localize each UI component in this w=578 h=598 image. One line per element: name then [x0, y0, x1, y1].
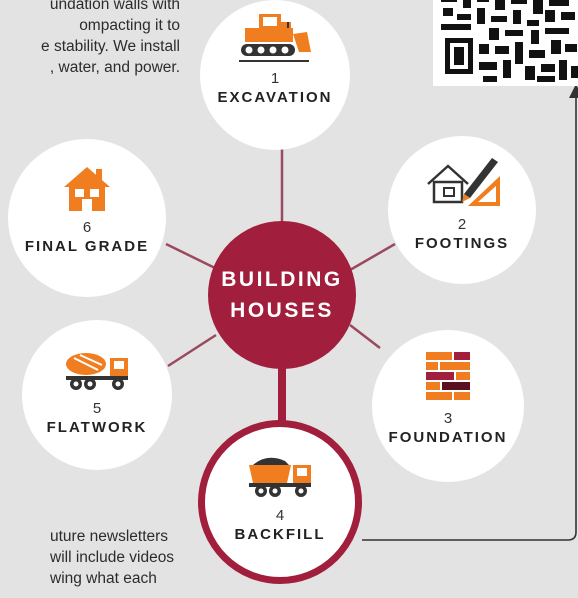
- step-number: 1: [270, 70, 280, 87]
- connector-footings: [349, 242, 396, 272]
- step-backfill[interactable]: 4 BACKFILL: [198, 420, 362, 584]
- arrow-head-icon: [569, 84, 578, 98]
- brick-wall-icon: [426, 348, 470, 404]
- concrete-mixer-truck-icon: [62, 338, 132, 394]
- intro-line: ompacting it to: [79, 17, 180, 34]
- connector-flatwork: [167, 333, 217, 368]
- step-label: FOUNDATION: [388, 429, 508, 446]
- outro-line: will include videos: [50, 549, 175, 566]
- step-number: 2: [457, 216, 467, 233]
- center-title-line-2: HOUSES: [230, 299, 334, 322]
- intro-line: , water, and power.: [49, 59, 180, 76]
- step-footings[interactable]: 2 FOOTINGS: [388, 136, 536, 284]
- qr-code-icon[interactable]: [433, 0, 578, 86]
- step-excavation[interactable]: 1 EXCAVATION: [200, 0, 350, 150]
- step-label: EXCAVATION: [217, 89, 333, 106]
- outro-paragraph: uture newsletters will include videos wi…: [50, 526, 220, 589]
- connector-foundation: [349, 324, 381, 349]
- center-hub: BUILDING HOUSES: [208, 221, 356, 369]
- step-number: 3: [443, 410, 453, 427]
- intro-line: e stability. We install: [41, 38, 180, 55]
- center-title-line-1: BUILDING: [221, 268, 343, 291]
- step-number: 5: [92, 400, 102, 417]
- step-label: FINAL GRADE: [24, 238, 150, 255]
- connector-final-grade: [165, 242, 216, 270]
- step-label: BACKFILL: [234, 526, 326, 543]
- house-plan-pencil-icon: [422, 154, 502, 210]
- bulldozer-icon: [237, 8, 313, 64]
- step-label: FLATWORK: [46, 419, 148, 436]
- step-final-grade[interactable]: 6 FINAL GRADE: [8, 139, 166, 297]
- step-label: FOOTINGS: [414, 235, 510, 252]
- house-icon: [62, 157, 112, 213]
- return-arrow-line: [362, 92, 577, 541]
- dump-truck-icon: [245, 445, 315, 501]
- outro-line: uture newsletters: [50, 528, 169, 545]
- step-number: 4: [275, 507, 285, 524]
- intro-line: undation walls with: [49, 0, 180, 13]
- step-foundation[interactable]: 3 FOUNDATION: [372, 330, 524, 482]
- step-flatwork[interactable]: 5 FLATWORK: [22, 320, 172, 470]
- outro-line: wing what each: [50, 570, 157, 587]
- intro-paragraph: undation walls with ompacting it to e st…: [0, 0, 180, 78]
- step-number: 6: [82, 219, 92, 236]
